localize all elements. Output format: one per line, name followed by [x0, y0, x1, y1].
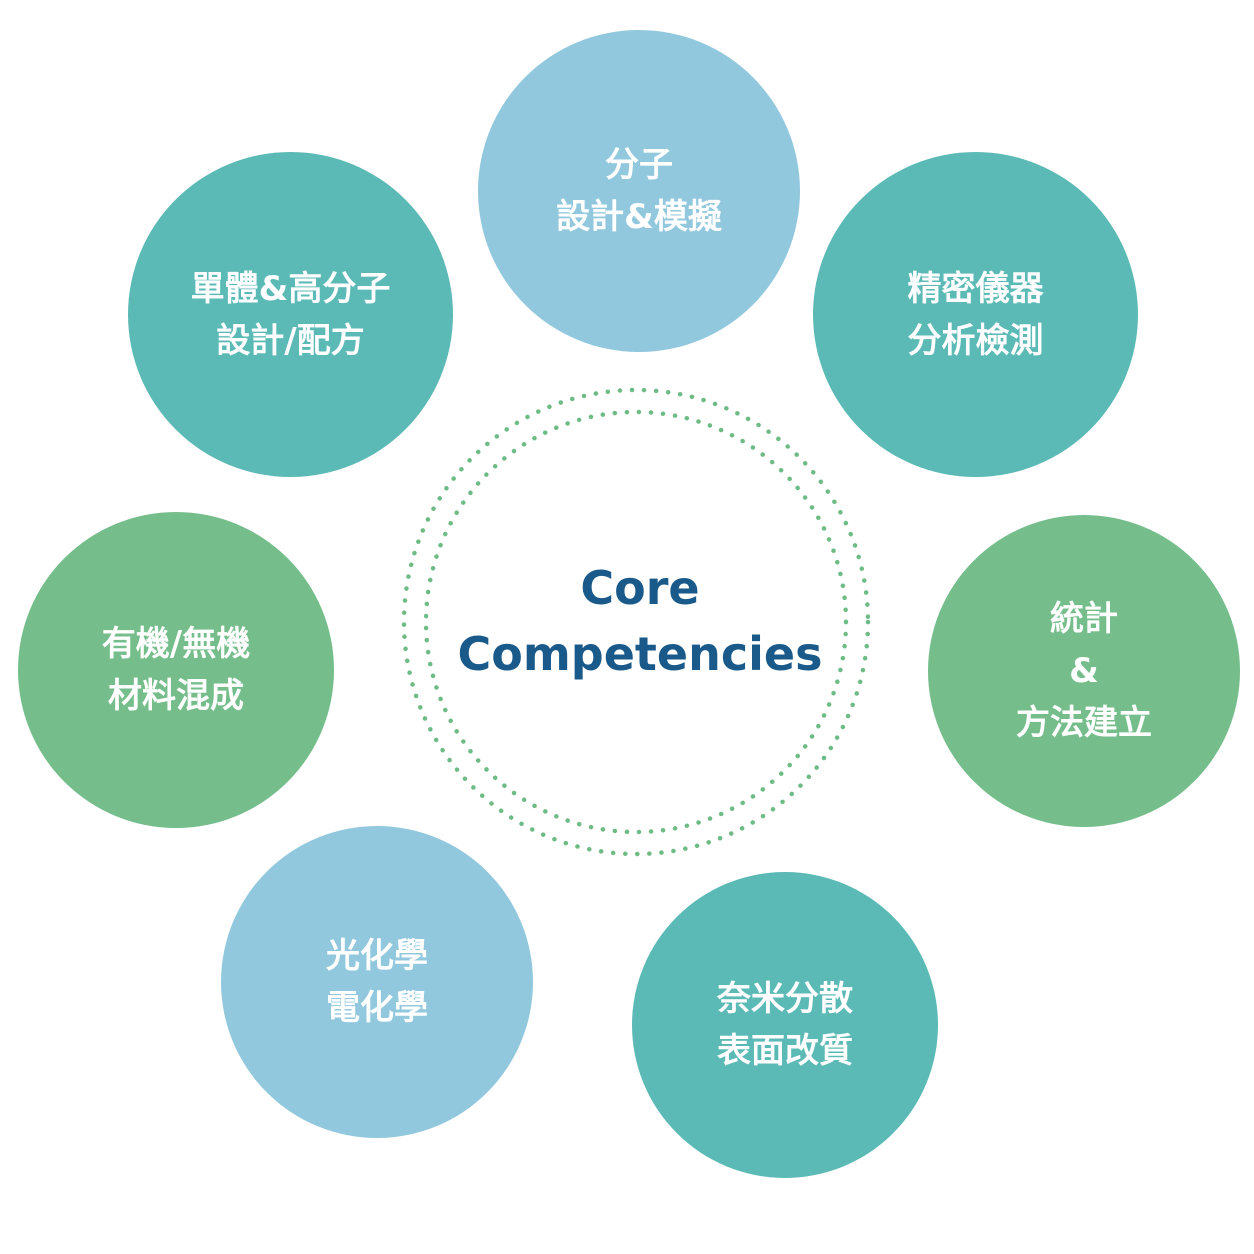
bubble-label-line1: 統計 [1050, 599, 1118, 639]
bubble-nano-dispersion: 奈米分散 表面改質 [632, 872, 938, 1178]
center-title: Core Competencies [440, 555, 840, 687]
bubble-label-line2: 分析檢測 [907, 320, 1044, 361]
bubble-molecular-design: 分子 設計&模擬 [478, 30, 800, 352]
center-title-line2: Competencies [457, 627, 823, 681]
outer-dotted-ring [401, 387, 871, 857]
bubble-label-line2: 電化學 [326, 988, 428, 1028]
inner-dotted-ring [423, 409, 849, 835]
bubble-statistics-methods: 統計 & 方法建立 [928, 515, 1240, 827]
bubble-instrument-analysis: 精密儀器 分析檢測 [813, 152, 1138, 477]
bubble-label-line1: 精密儀器 [907, 268, 1044, 309]
bubble-label-line2: 設計/配方 [216, 320, 365, 361]
bubble-label-line2: 材料混成 [108, 676, 244, 716]
bubble-photo-electrochemistry: 光化學 電化學 [221, 826, 533, 1138]
bubble-label-line2: 表面改質 [717, 1031, 853, 1071]
bubble-label-line1: 單體&高分子 [190, 268, 391, 309]
bubble-hybrid-materials: 有機/無機 材料混成 [18, 512, 334, 828]
bubble-label-line2: & [1069, 651, 1099, 691]
bubble-label-line1: 光化學 [326, 936, 428, 976]
bubble-label-line2: 設計&模擬 [556, 197, 722, 237]
bubble-monomer-polymer: 單體&高分子 設計/配方 [128, 152, 453, 477]
bubble-label-line1: 有機/無機 [101, 624, 251, 664]
bubble-label-line1: 分子 [605, 145, 673, 185]
bubble-label-line1: 奈米分散 [717, 979, 853, 1019]
center-title-line1: Core [580, 561, 700, 615]
bubble-label-line3: 方法建立 [1016, 703, 1152, 743]
